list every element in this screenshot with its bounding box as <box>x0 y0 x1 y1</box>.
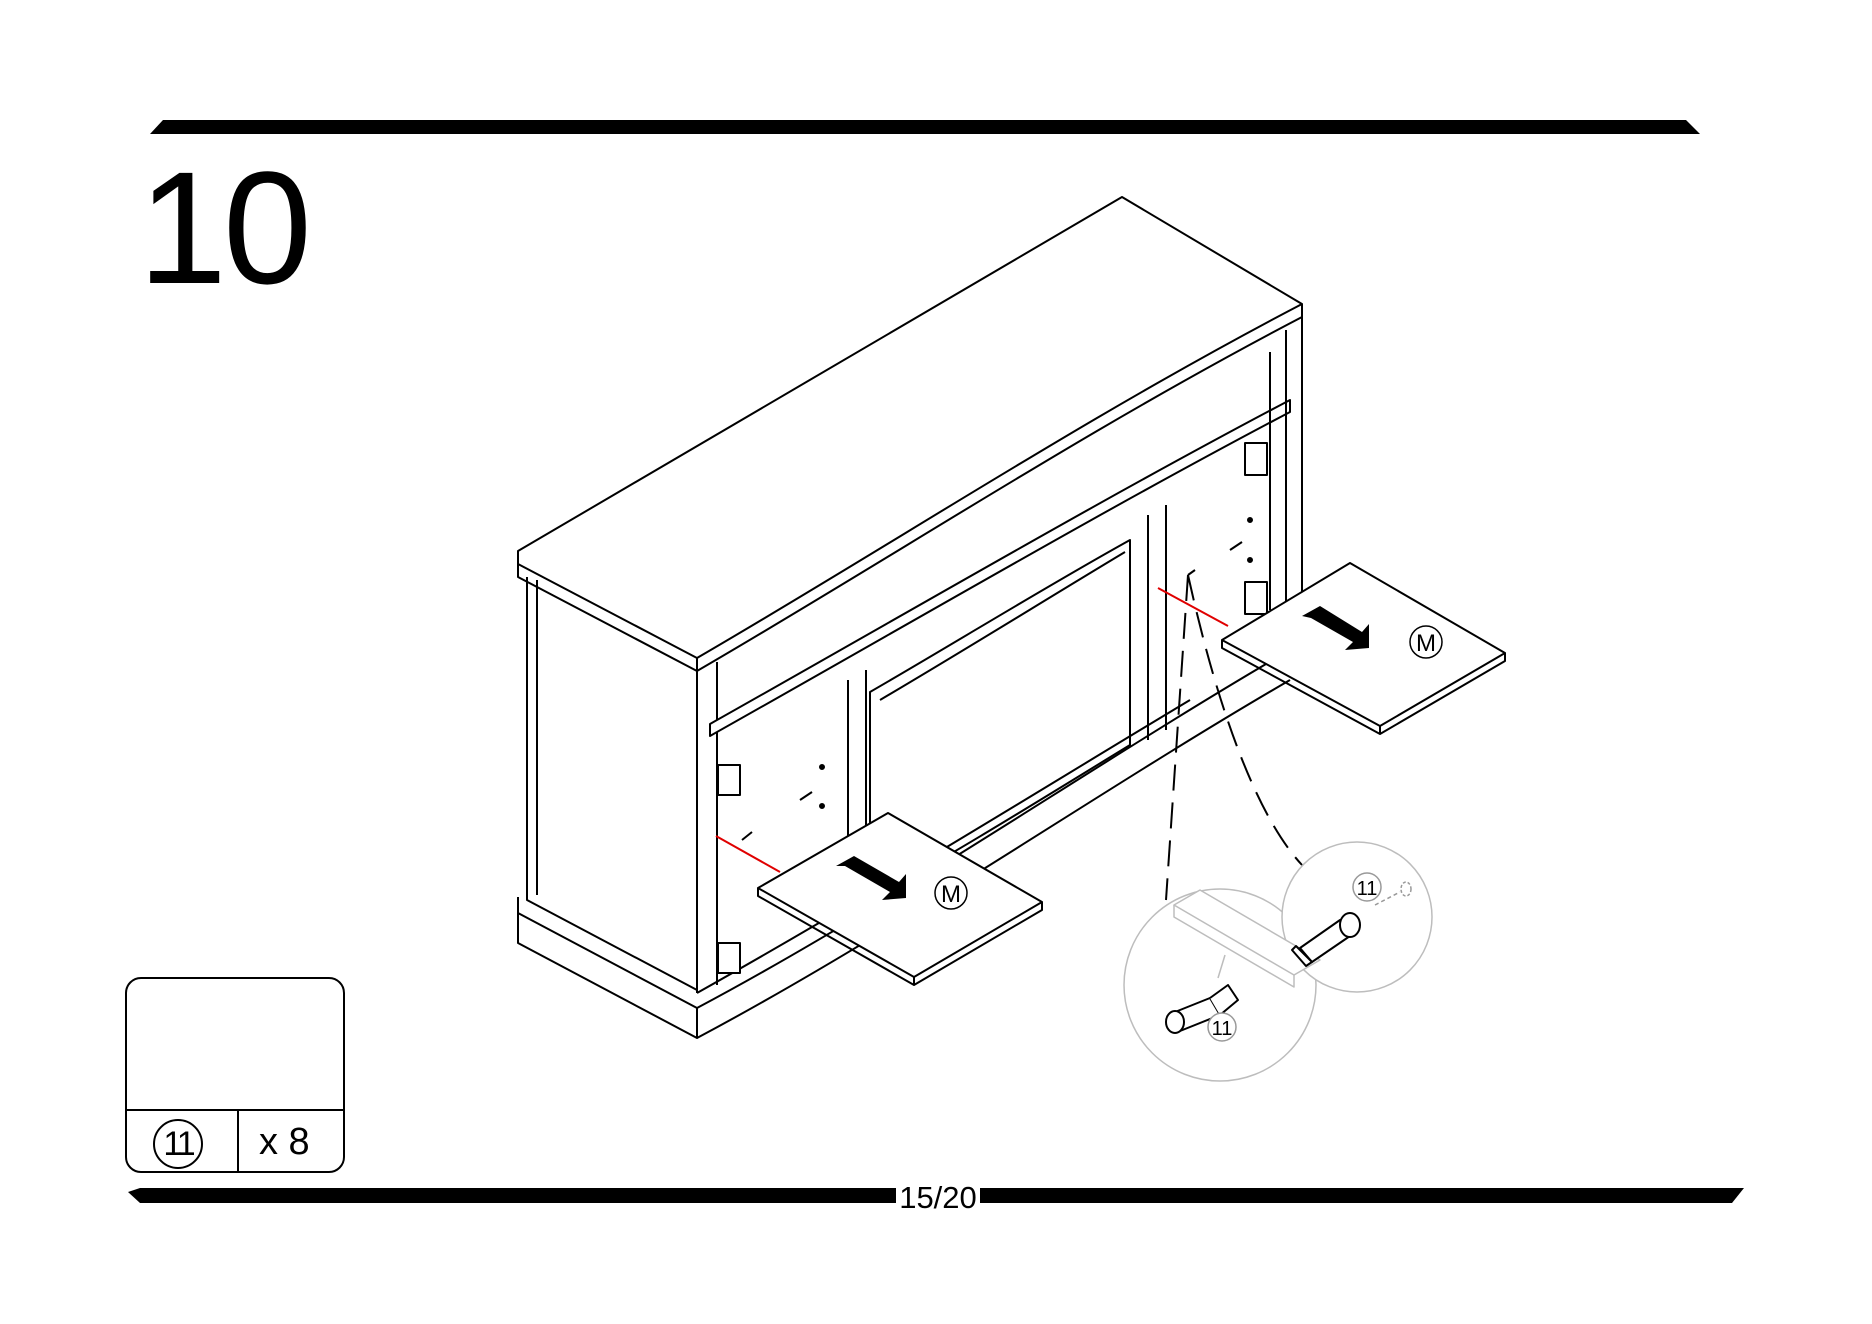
alignment-line-left <box>716 836 780 872</box>
hinge <box>718 943 740 973</box>
header-rule <box>150 120 1700 134</box>
hinge <box>718 765 740 795</box>
part-quantity: x 8 <box>259 1114 310 1170</box>
page-number: 15/20 <box>896 1180 980 1216</box>
part-id-badge: 11 <box>153 1119 203 1169</box>
hinge <box>1245 582 1267 614</box>
callout-label-11-bottom: 11 <box>1212 1018 1233 1040</box>
callout-label-left-m: M <box>941 881 961 908</box>
callout-label-11-top: 11 <box>1357 878 1378 900</box>
leader-line <box>1166 575 1188 900</box>
parts-box-divider <box>237 1109 239 1171</box>
parts-box-divider <box>127 1109 343 1111</box>
callout-label-right-m: M <box>1416 630 1436 657</box>
parts-box: 11 x 8 <box>125 977 345 1173</box>
step-number: 10 <box>138 148 308 308</box>
shelf-panel-left <box>758 813 1042 985</box>
hinge <box>1245 443 1267 475</box>
